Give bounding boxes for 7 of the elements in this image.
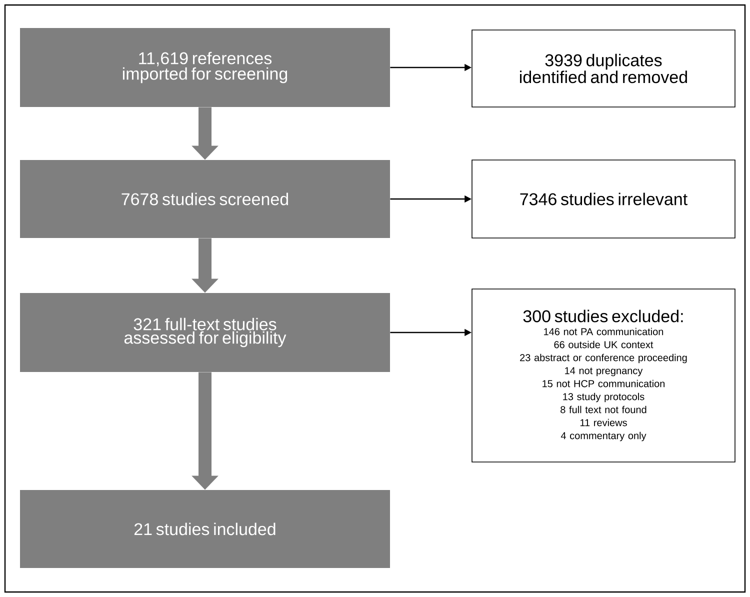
outcome-box: 3939 duplicates identified and removed (472, 30, 736, 108)
process-box: 11,619 references imported for screening (20, 28, 390, 107)
process-box: 7678 studies screened (20, 160, 390, 238)
outcome-box: 7346 studies irrelevant (472, 160, 736, 238)
process-box: 321 full-text studies assessed for eligibility (20, 293, 390, 372)
outcome-box: 300 studies excluded: 146 not PA communication 66 outside UK context 23 abstract or conference proceeding 14 not pregnancy 15 not HCP communication 13 study protocols 8 full text not found 11 reviews 4 commentary only (472, 288, 736, 462)
process-box: 21 studies included (20, 490, 390, 568)
